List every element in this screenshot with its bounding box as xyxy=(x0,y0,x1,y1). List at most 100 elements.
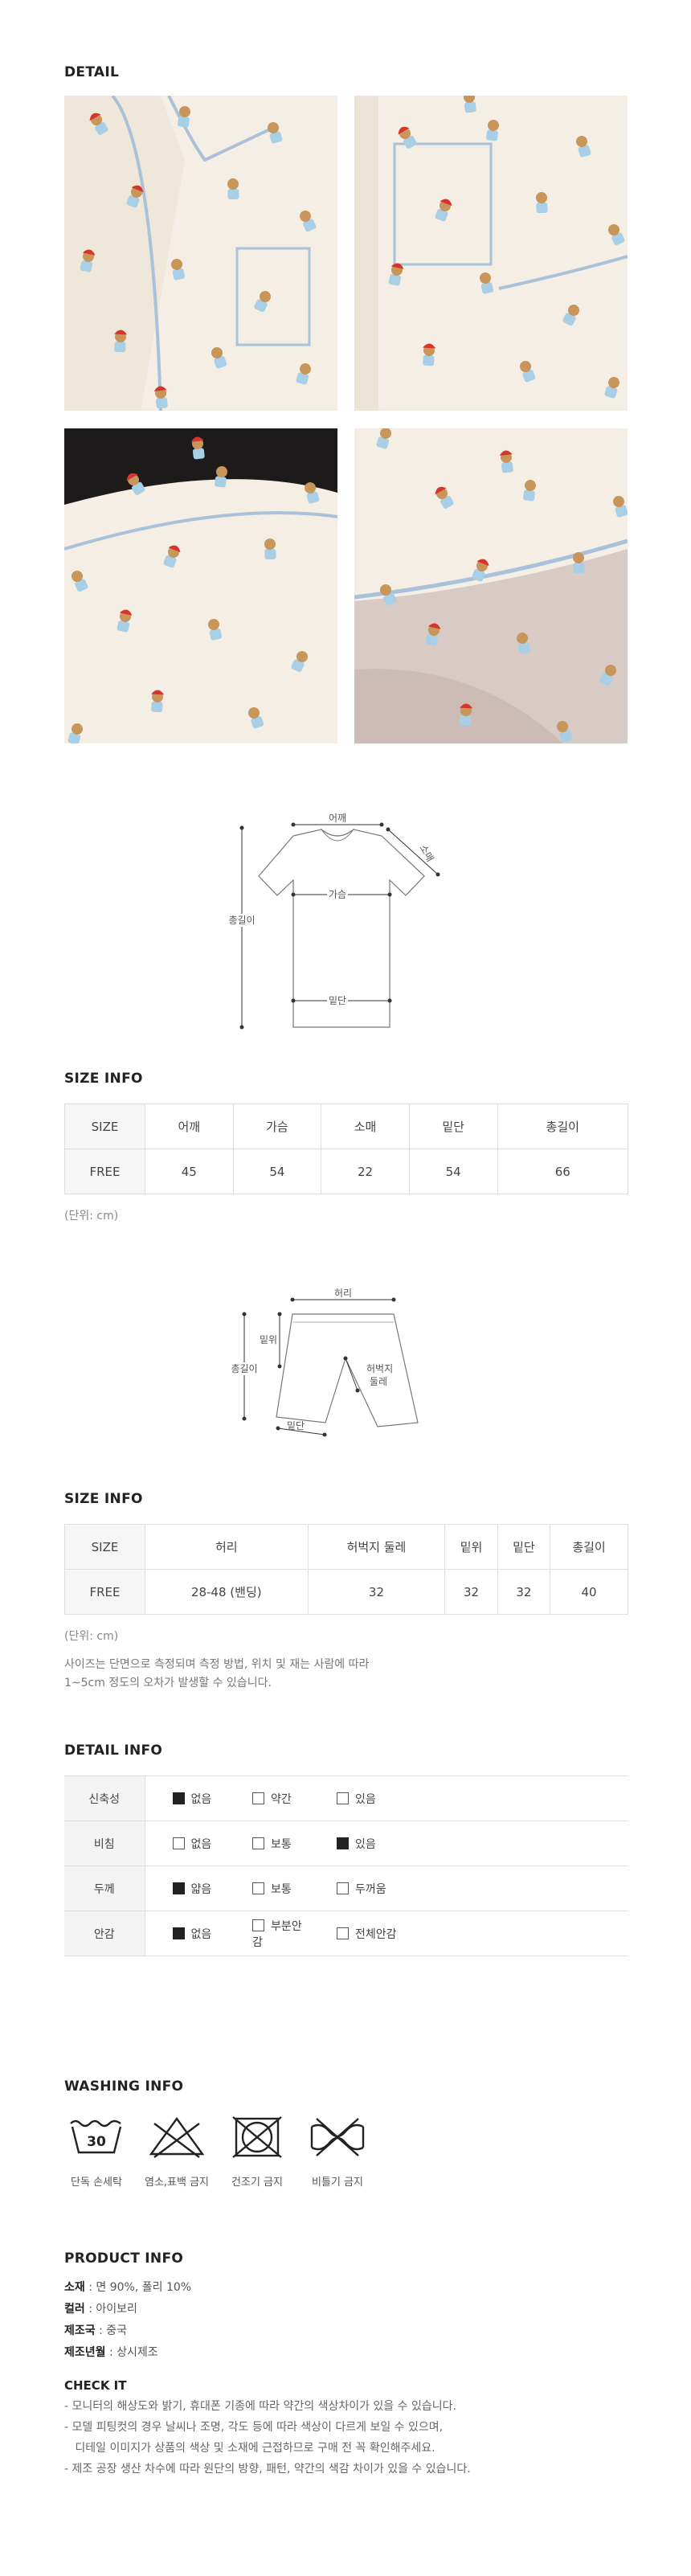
unchecked-box-icon xyxy=(252,1792,264,1804)
bear-print-icon xyxy=(536,192,548,214)
check-it-line: - 모델 피팅컷의 경우 날씨나 조명, 각도 등에 따라 색상이 다르게 보일… xyxy=(64,2421,444,2434)
bear-print-icon xyxy=(264,539,276,560)
bear-print-icon xyxy=(126,473,145,495)
table-cell: 32 xyxy=(307,1569,446,1615)
table-cell: 45 xyxy=(145,1149,234,1194)
table-cell: 54 xyxy=(408,1149,498,1194)
unchecked-box-icon xyxy=(337,1882,349,1894)
unchecked-box-icon xyxy=(252,1919,264,1931)
bear-print-icon xyxy=(208,619,222,641)
table-header-cell: 밑위 xyxy=(444,1524,498,1570)
bear-print-icon xyxy=(435,486,454,509)
detail-info-option-label: 보통 xyxy=(271,1882,292,1896)
bear-print-icon xyxy=(398,126,417,149)
detail-info-option-label: 보통 xyxy=(271,1837,292,1851)
detail-info-option-label: 없음 xyxy=(190,1792,212,1806)
bear-print-icon xyxy=(613,496,628,518)
top-length-label: 총길이 xyxy=(228,915,255,926)
detail-info-option-label: 두꺼움 xyxy=(355,1882,386,1896)
wash-temp: 30 xyxy=(87,2134,106,2150)
table-cell: 32 xyxy=(444,1569,498,1615)
bear-print-icon xyxy=(573,552,585,574)
check-it-line: 디테일 이미지가 상품의 색상 및 소재에 근접하므로 구매 전 꼭 확인해주세… xyxy=(64,2442,435,2455)
detail-info-title: DETAIL INFO xyxy=(64,1743,163,1759)
product-info-row: 소재 : 면 90%, 폴리 10% xyxy=(64,2277,191,2299)
bear-print-icon xyxy=(291,651,308,673)
bear-print-icon xyxy=(163,545,181,568)
detail-info-option-label: 있음 xyxy=(355,1792,376,1806)
detail-info-option-label: 부분안감 xyxy=(252,1919,302,1949)
table-cell: 22 xyxy=(321,1149,410,1194)
size-unit-bottom: (단위: cm) xyxy=(64,1630,119,1643)
bear-print-icon xyxy=(460,703,473,727)
detail-info-option: 없음 xyxy=(145,1910,225,1956)
bear-print-icon xyxy=(464,96,476,113)
bear-print-icon xyxy=(576,136,591,158)
table-row: FREE 28-48 (밴딩) 32 32 32 40 xyxy=(64,1569,628,1615)
detail-info-option: 없음 xyxy=(145,1820,225,1866)
bear-print-icon xyxy=(480,272,493,294)
unchecked-box-icon xyxy=(252,1837,264,1849)
table-header-cell: 어깨 xyxy=(145,1104,234,1149)
detail-info-option: 얇음 xyxy=(145,1865,225,1911)
table-header-cell: SIZE xyxy=(64,1104,145,1149)
wash-label: 단독 손세탁 xyxy=(71,2177,122,2189)
top-shoulder-label: 어깨 xyxy=(329,813,346,824)
detail-info-option: 부분안감 xyxy=(225,1910,309,1956)
bear-print-icon xyxy=(248,707,264,729)
detail-info-option-label: 없음 xyxy=(190,1837,212,1851)
bottom-hem-label: 밑단 xyxy=(287,1420,305,1431)
bear-print-icon xyxy=(486,120,499,141)
checked-box-icon xyxy=(172,1927,185,1939)
product-info-value: : 중국 xyxy=(95,2324,128,2337)
detail-info-label: 신축성 xyxy=(64,1775,145,1821)
no-bleach-icon xyxy=(149,2116,205,2158)
product-info-key: 제조년월 xyxy=(64,2346,106,2359)
detail-info-label: 두께 xyxy=(64,1865,145,1911)
table-cell: 28-48 (밴딩) xyxy=(145,1569,309,1615)
table-header-cell: 허벅지 둘레 xyxy=(307,1524,446,1570)
size-note: 사이즈는 단면으로 측정되며 측정 방법, 위치 및 재는 사람에 따라 1~5… xyxy=(64,1656,369,1693)
checked-box-icon xyxy=(337,1837,349,1849)
detail-info-spacer xyxy=(422,1820,628,1866)
wash-item: 30 단독 손세탁 xyxy=(44,2114,149,2189)
table-cell: 32 xyxy=(497,1569,551,1615)
bear-print-icon xyxy=(435,199,452,222)
detail-info-option: 전체안감 xyxy=(309,1910,422,1956)
top-hem-label: 밑단 xyxy=(329,995,346,1006)
product-info-title: PRODUCT INFO xyxy=(64,2250,184,2267)
bear-print-icon xyxy=(89,113,108,135)
bear-print-icon xyxy=(190,436,205,460)
wash-item: 염소,표백 금지 xyxy=(125,2114,229,2189)
product-info-key: 컬러 xyxy=(64,2303,85,2316)
table-header-row: SIZE 어깨 가슴 소매 밑단 총길이 xyxy=(64,1104,628,1149)
detail-info-label: 안감 xyxy=(64,1910,145,1956)
bear-print-icon xyxy=(171,259,185,281)
bear-print-icon xyxy=(562,305,579,326)
table-header-cell: 총길이 xyxy=(497,1104,628,1149)
size-info-top-title: SIZE INFO xyxy=(64,1071,143,1087)
detail-info-label: 비침 xyxy=(64,1820,145,1866)
size-table-bottom: SIZE 허리 허벅지 둘레 밑위 밑단 총길이 FREE 28-48 (밴딩)… xyxy=(64,1524,628,1615)
bottom-thigh-label-2: 둘레 xyxy=(370,1376,387,1387)
product-info-row: 컬러 : 아이보리 xyxy=(64,2299,191,2320)
bear-print-icon xyxy=(499,450,513,473)
wash-label: 염소,표백 금지 xyxy=(144,2177,210,2189)
bottom-length-label: 총길이 xyxy=(231,1363,257,1374)
product-info-value: : 상시제조 xyxy=(105,2346,158,2359)
bear-print-icon xyxy=(72,571,88,592)
bottom-thigh-label-1: 허벅지 xyxy=(366,1363,393,1374)
table-cell: 54 xyxy=(232,1149,322,1194)
detail-title: DETAIL xyxy=(64,64,120,80)
bear-print-icon xyxy=(178,106,190,128)
bear-print-icon xyxy=(608,224,625,246)
detail-info-spacer xyxy=(422,1910,628,1956)
bear-print-icon xyxy=(517,633,530,654)
product-info-row: 제조년월 : 상시제조 xyxy=(64,2342,191,2364)
bear-print-icon xyxy=(211,347,227,369)
product-info-row: 제조국 : 중국 xyxy=(64,2320,191,2342)
bear-print-icon xyxy=(380,584,397,606)
table-header-cell: 총길이 xyxy=(550,1524,628,1570)
